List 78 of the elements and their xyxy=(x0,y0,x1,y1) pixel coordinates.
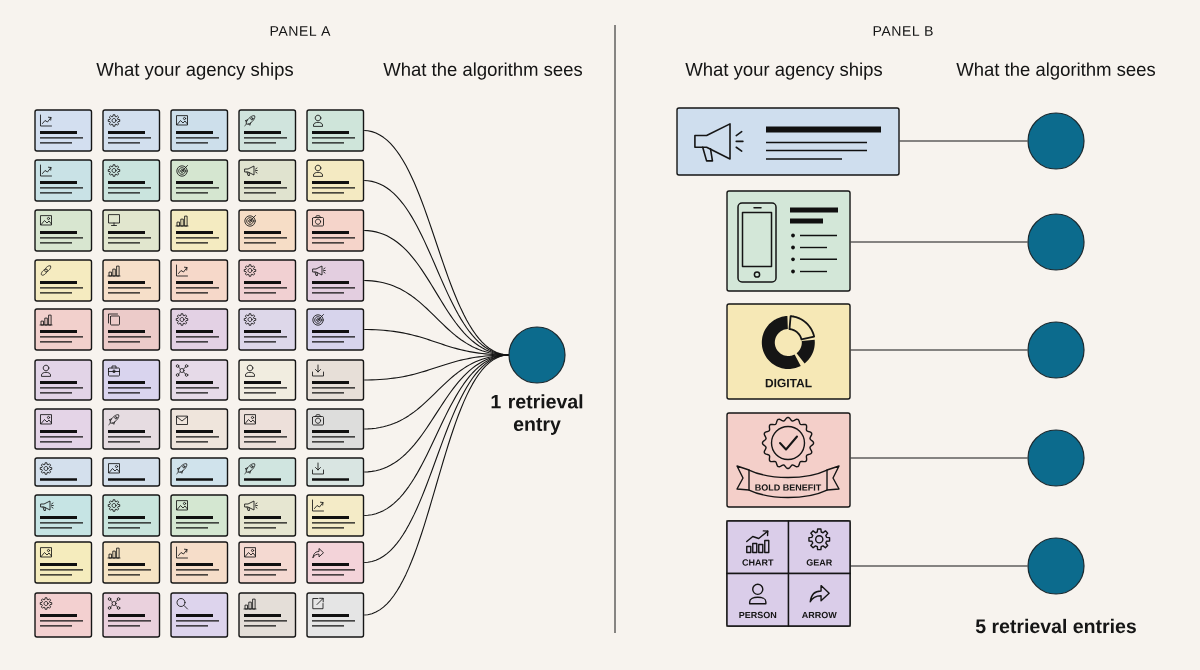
content-card xyxy=(238,308,297,351)
content-card xyxy=(170,209,229,252)
content-card xyxy=(34,408,93,450)
content-card xyxy=(238,541,297,584)
content-card xyxy=(238,359,297,401)
filled-circle xyxy=(508,326,566,384)
content-card xyxy=(102,359,161,401)
content-card xyxy=(306,592,365,638)
content-card xyxy=(34,308,93,351)
content-card xyxy=(238,259,297,302)
content-card xyxy=(34,159,93,202)
connector-line xyxy=(850,565,1028,567)
grid-cell: ARROW xyxy=(787,572,851,627)
content-card xyxy=(34,359,93,401)
content-card xyxy=(170,592,229,638)
content-card xyxy=(170,308,229,351)
content-card xyxy=(170,259,229,302)
count-label: 1 retrieval entry xyxy=(491,394,583,435)
connector-line xyxy=(850,349,1028,351)
content-card xyxy=(306,308,365,351)
panel-heading: PANEL B xyxy=(873,26,933,36)
content-card xyxy=(34,259,93,302)
filled-circle xyxy=(1027,537,1085,595)
content-card xyxy=(102,109,161,152)
content-card xyxy=(170,159,229,202)
content-card: BOLD BENEFIT xyxy=(726,412,851,508)
grid-cell: GEAR xyxy=(787,520,851,575)
content-card xyxy=(102,259,161,302)
content-card xyxy=(306,209,365,252)
content-card xyxy=(238,494,297,537)
column-heading: What the algorithm sees xyxy=(956,62,1156,80)
filled-circle xyxy=(1027,112,1085,170)
content-card xyxy=(238,159,297,202)
content-card xyxy=(170,494,229,537)
column-heading: What the algorithm sees xyxy=(383,62,583,80)
filled-circle xyxy=(1027,321,1085,379)
filled-circle xyxy=(1027,213,1085,271)
content-card xyxy=(102,209,161,252)
content-card xyxy=(238,109,297,152)
content-card xyxy=(676,107,900,176)
connector-line xyxy=(850,457,1028,459)
connector-line xyxy=(363,354,509,564)
connector-line xyxy=(850,241,1028,243)
count-label: 5 retrieval entries xyxy=(975,618,1136,634)
content-card xyxy=(306,541,365,584)
grid-cell: PERSON xyxy=(726,572,790,627)
content-card xyxy=(34,109,93,152)
content-card xyxy=(102,308,161,351)
content-card xyxy=(238,408,297,450)
content-card xyxy=(306,259,365,302)
content-card xyxy=(102,541,161,584)
content-card xyxy=(170,408,229,450)
content-card xyxy=(102,592,161,638)
connector-line xyxy=(899,140,1028,142)
column-heading: What your agency ships xyxy=(685,62,882,80)
content-card xyxy=(102,494,161,537)
column-heading: What your agency ships xyxy=(96,62,293,80)
panel-heading: PANEL A xyxy=(270,26,331,36)
content-card xyxy=(306,359,365,401)
content-card xyxy=(102,159,161,202)
filled-circle xyxy=(1027,429,1085,487)
content-card xyxy=(306,159,365,202)
content-card xyxy=(170,541,229,584)
connector-line xyxy=(363,354,509,616)
content-card xyxy=(238,209,297,252)
connector-line xyxy=(363,354,509,473)
content-card xyxy=(102,408,161,450)
content-card xyxy=(34,209,93,252)
content-card xyxy=(306,109,365,152)
content-card xyxy=(238,592,297,638)
content-card xyxy=(34,494,93,537)
content-card xyxy=(306,494,365,537)
content-card xyxy=(170,359,229,401)
content-card xyxy=(306,408,365,450)
grid-cell: CHART xyxy=(726,520,790,575)
content-card xyxy=(34,592,93,638)
content-card xyxy=(170,109,229,152)
content-card xyxy=(34,541,93,584)
